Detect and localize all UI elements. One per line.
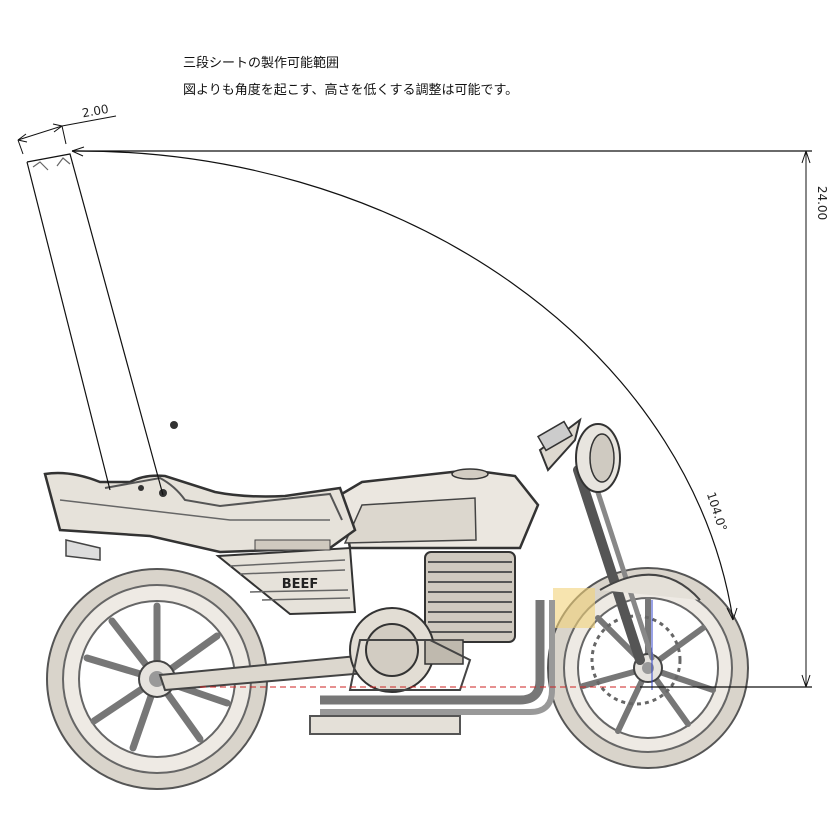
dimensions (17, 115, 812, 688)
angle-arc (71, 150, 734, 621)
caption-note: 図よりも角度を起こす、高さを低くする調整は可能です。 (183, 83, 519, 98)
tank-badge: BEEF (282, 577, 319, 592)
fuel-tank (338, 468, 540, 550)
width-dimension-label: 2.00 (81, 102, 110, 120)
marker-dot (170, 421, 178, 429)
width-ext-lines (17, 125, 67, 155)
height-arrows (801, 150, 811, 688)
motorcycle: BEEF (43, 417, 749, 790)
headlight (536, 417, 621, 493)
side-cover: BEEF (215, 546, 357, 616)
angle-arrow-start (71, 146, 85, 157)
front-fork (553, 465, 701, 665)
caption-title: 三段シートの製作可能範囲 (183, 56, 340, 71)
width-dim-line (17, 125, 63, 141)
seat-and-tail (43, 471, 357, 561)
vertex-marks (32, 157, 71, 171)
engine (348, 551, 516, 693)
marker-dot (138, 485, 144, 491)
angle-arrow-end (726, 607, 738, 621)
height-dimension-label: 24.00 (815, 186, 829, 220)
width-arrows (17, 123, 63, 143)
backrest-outline (26, 153, 164, 496)
width-leader (61, 115, 117, 127)
